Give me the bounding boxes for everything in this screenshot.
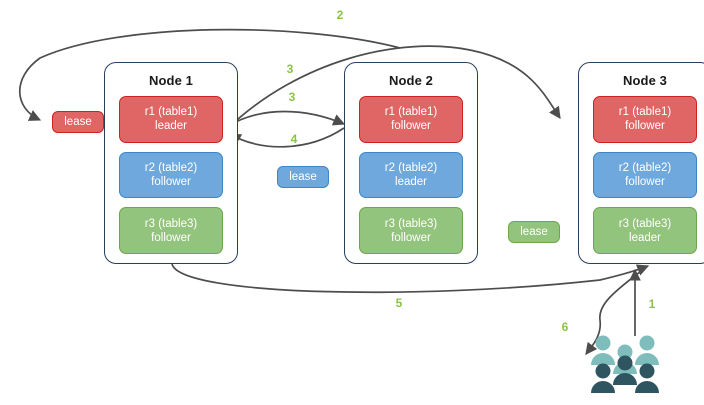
edge-label-1: 1 (648, 297, 656, 311)
replica-r1[interactable]: r1 (table1) follower (359, 96, 463, 143)
node-title: Node 1 (149, 73, 193, 88)
node-container-3[interactable]: Node 3 r1 (table1) follower r2 (table2) … (578, 62, 704, 264)
replica-role: follower (625, 120, 665, 133)
replica-name: r2 (table2) (384, 162, 438, 174)
replica-name: r2 (table2) (144, 162, 198, 174)
replica-r3[interactable]: r3 (table3) follower (359, 207, 463, 255)
replica-role: follower (151, 231, 191, 244)
users-group-icon (591, 335, 659, 393)
replica-name: r3 (table3) (144, 217, 198, 230)
replica-role: leader (155, 120, 187, 133)
replica-r2[interactable]: r2 (table2) leader (359, 151, 463, 199)
edge-3-lower-path (227, 110, 346, 127)
replica-r2[interactable]: r2 (table2) follower (119, 151, 223, 199)
replica-role: follower (391, 120, 431, 133)
replica-role: follower (151, 176, 191, 188)
edge-label-3-upper: 3 (286, 62, 294, 76)
lease-label: lease (64, 116, 92, 128)
edge-label-3-lower: 3 (288, 90, 296, 104)
replica-name: r3 (table3) (384, 217, 438, 230)
node-title: Node 3 (623, 73, 667, 88)
node-title: Node 2 (389, 73, 433, 88)
edge-label-2: 2 (336, 8, 344, 22)
replica-name: r3 (table3) (618, 217, 672, 230)
node-container-2[interactable]: Node 2 r1 (table1) follower r2 (table2) … (344, 62, 478, 264)
replica-name: r1 (table1) (618, 106, 672, 119)
replica-role: follower (391, 231, 431, 244)
replica-role: leader (395, 176, 427, 188)
lease-badge-green[interactable]: lease (508, 221, 560, 243)
lease-badge-blue[interactable]: lease (277, 166, 329, 188)
replica-name: r2 (table2) (618, 162, 672, 174)
replica-name: r1 (table1) (384, 106, 438, 119)
replica-role: follower (625, 176, 665, 188)
replica-r1[interactable]: r1 (table1) leader (119, 96, 223, 143)
replica-r2[interactable]: r2 (table2) follower (593, 151, 697, 199)
edge-label-4: 4 (290, 132, 298, 146)
edge-label-5: 5 (395, 296, 403, 310)
lease-badge-red[interactable]: lease (52, 111, 104, 133)
replica-r1[interactable]: r1 (table1) follower (593, 96, 697, 143)
replica-role: leader (629, 231, 661, 244)
lease-label: lease (289, 171, 317, 183)
edge-5-path (171, 263, 650, 294)
replica-r3[interactable]: r3 (table3) follower (119, 207, 223, 255)
node-container-1[interactable]: Node 1 r1 (table1) leader r2 (table2) fo… (104, 62, 238, 264)
replica-name: r1 (table1) (144, 106, 198, 119)
edge-label-6: 6 (561, 320, 569, 334)
lease-label: lease (520, 226, 548, 238)
replica-r3[interactable]: r3 (table3) leader (593, 207, 697, 255)
